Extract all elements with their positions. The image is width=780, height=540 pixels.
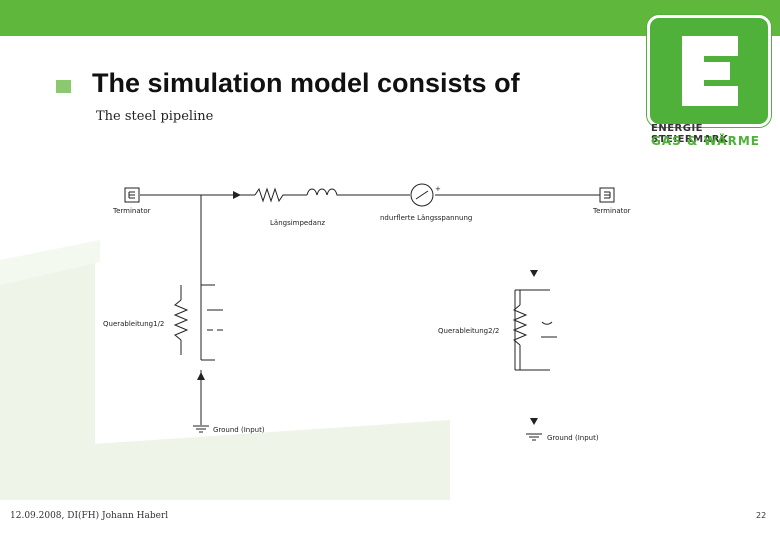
terminator-left-block [124, 187, 140, 203]
ground-left-symbol [193, 425, 209, 433]
terminator-right-block [599, 187, 615, 203]
voltage-source-label: ndurflerte Längsspannung [380, 214, 472, 222]
series-impedance-label: Längsimpedanz [270, 219, 325, 227]
series-resistor-symbol [254, 187, 285, 203]
shunt-right-capacitor-symbol [541, 321, 557, 338]
arrow-down-icon [530, 270, 538, 277]
title-bullet [56, 80, 71, 93]
ground-right-label: Ground (Input) [547, 434, 599, 442]
arrow-down-icon [530, 418, 538, 425]
logo-division-name: GAS & WÄRME [651, 134, 760, 148]
shunt-left-capacitor-symbol [207, 309, 223, 331]
page-number: 22 [756, 511, 767, 520]
brand-logo [647, 15, 771, 127]
shunt-left-resistor-symbol [173, 299, 189, 341]
logo-e-icon [682, 36, 738, 106]
shunt-left-label: Querableitung1/2 [103, 320, 164, 328]
ground-right-symbol [526, 433, 542, 441]
shunt-right-resistor-symbol [512, 304, 528, 346]
arrow-up-icon [197, 372, 205, 380]
shunt-right-label: Querableitung2/2 [438, 327, 499, 335]
page-title: The simulation model consists of [92, 68, 520, 98]
arrow-right-icon [233, 191, 241, 199]
slide-subtitle: The steel pipeline [96, 109, 214, 124]
footer-author-date: 12.09.2008, DI(FH) Johann Haberl [10, 511, 169, 521]
ground-left-label: Ground (Input) [213, 426, 265, 434]
series-inductor-symbol [306, 188, 340, 196]
simulation-circuit-diagram: Terminator Längsimpedanz + ndurflerte Lä… [103, 183, 631, 442]
logo-company-name: ENERGIE STEIERMARK [651, 123, 729, 145]
svg-text:+: + [435, 185, 441, 193]
voltage-source-symbol: + [410, 183, 441, 207]
terminator-left-label: Terminator [112, 207, 151, 215]
terminator-right-label: Terminator [592, 207, 631, 215]
